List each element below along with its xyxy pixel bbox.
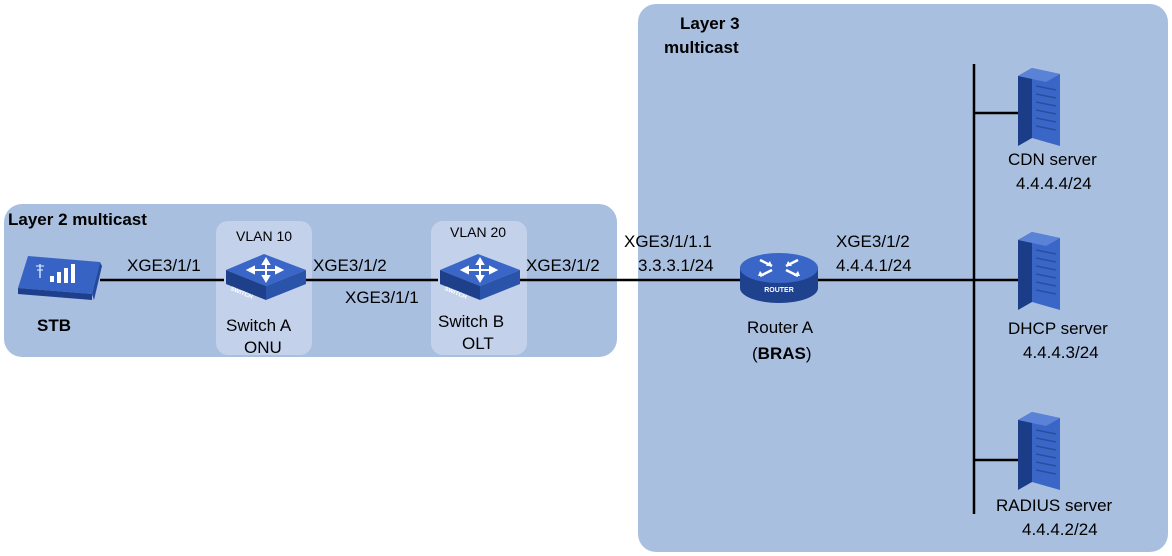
if-router-up: XGE3/1/2 [836, 232, 910, 251]
ip-router-up: 4.4.4.1/24 [836, 256, 912, 275]
switch-a-name: Switch A [226, 316, 292, 335]
switch-a-vlan: VLAN 10 [236, 228, 293, 244]
dhcp-server-name: DHCP server [1008, 319, 1108, 338]
switch-b-role: OLT [462, 334, 494, 353]
router-icon: ROUTER [740, 253, 818, 303]
switch-a-role: ONU [244, 338, 282, 357]
router-role-text: BRAS [757, 344, 806, 363]
cdn-server-icon [1018, 68, 1060, 146]
switch-b-vlan: VLAN 20 [450, 224, 507, 240]
dhcp-server-ip: 4.4.4.3/24 [1023, 343, 1099, 362]
cdn-server-ip: 4.4.4.4/24 [1016, 174, 1092, 193]
layer3-title-line2: multicast [664, 38, 739, 57]
switch-b-icon: SWITCH [440, 254, 520, 301]
if-stb-switch-a: XGE3/1/1 [127, 256, 201, 275]
router-icon-text: ROUTER [764, 287, 794, 294]
layer3-title-line1: Layer 3 [680, 14, 740, 33]
dhcp-server-icon [1018, 232, 1060, 310]
stb-label: STB [37, 316, 71, 335]
radius-server-icon [1018, 412, 1060, 490]
layer2-title: Layer 2 multicast [8, 210, 147, 229]
if-router-down: XGE3/1/1.1 [624, 232, 712, 251]
radius-server-ip: 4.4.4.2/24 [1022, 520, 1098, 539]
router-name: Router A [747, 318, 814, 337]
radius-server-name: RADIUS server [996, 496, 1113, 515]
if-switch-a-up: XGE3/1/2 [313, 256, 387, 275]
if-switch-b-up: XGE3/1/2 [526, 256, 600, 275]
layer3-zone [638, 4, 1168, 552]
if-switch-b-down: XGE3/1/1 [345, 288, 419, 307]
router-role: (BRAS) [752, 344, 812, 364]
stb-icon [18, 256, 102, 300]
switch-b-name: Switch B [438, 312, 505, 331]
cdn-server-name: CDN server [1008, 150, 1097, 169]
router-role-close: ) [805, 344, 812, 363]
ip-router-down: 3.3.3.1/24 [638, 256, 714, 275]
switch-a-icon: SWITCH [226, 254, 306, 301]
router-role-open: ( [752, 344, 758, 363]
